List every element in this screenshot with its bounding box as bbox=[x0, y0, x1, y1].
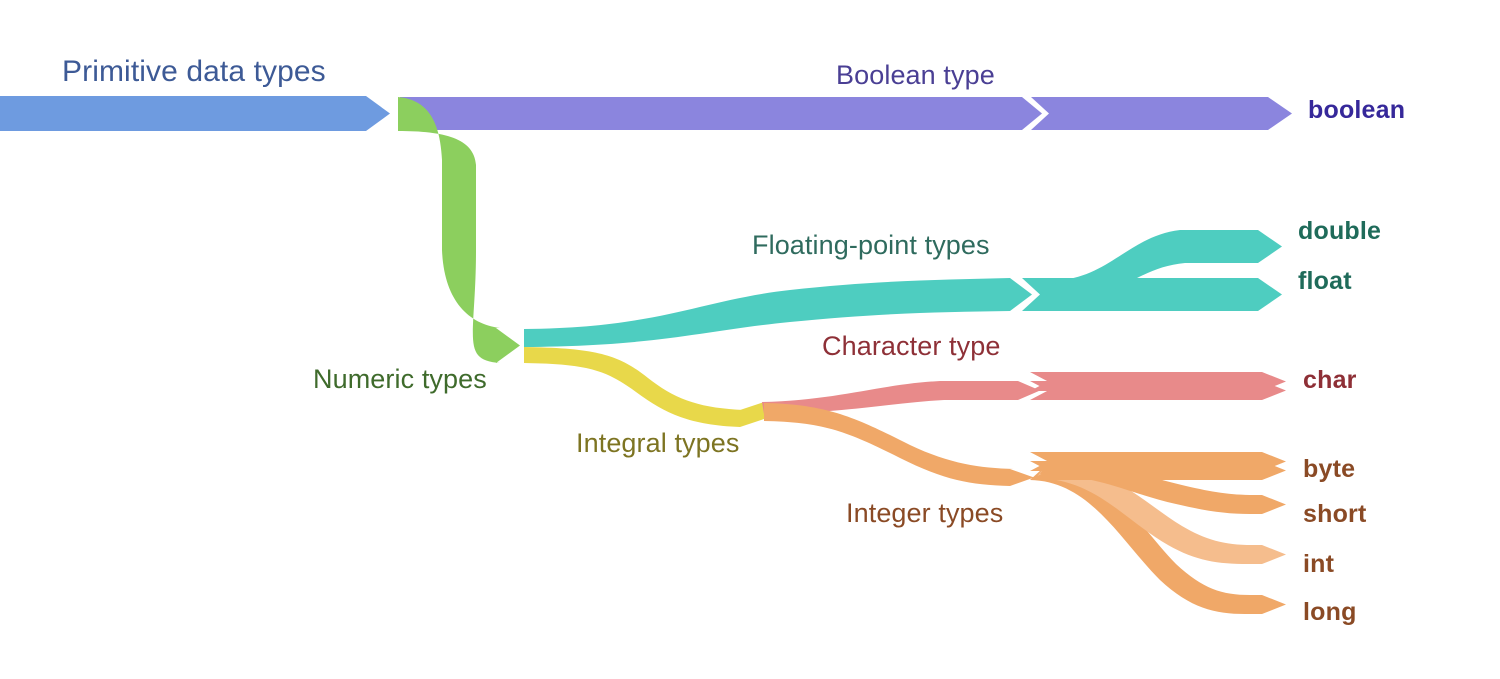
label-primitive-data-types: Primitive data types bbox=[62, 55, 326, 88]
label-floating-point-types: Floating-point types bbox=[752, 230, 990, 260]
leaf-label-long: long bbox=[1303, 598, 1357, 626]
flow-primitive-data-types bbox=[0, 96, 390, 131]
label-integral-types: Integral types bbox=[576, 428, 740, 458]
leaf-label-boolean: boolean bbox=[1308, 96, 1406, 124]
flow-floating-point-types bbox=[524, 230, 1282, 347]
leaf-label-byte: byte bbox=[1303, 455, 1356, 483]
leaf-label-double: double bbox=[1298, 217, 1382, 245]
leaf-label-short: short bbox=[1303, 500, 1367, 528]
leaf-label-char: char bbox=[1303, 366, 1357, 394]
label-integer-types: Integer types bbox=[846, 498, 1004, 528]
label-numeric-types: Numeric types bbox=[313, 364, 487, 394]
leaf-label-float: float bbox=[1298, 267, 1352, 295]
flow-integer-types bbox=[764, 403, 1034, 486]
label-character-type: Character type bbox=[822, 331, 1001, 361]
flow-integer-leaves bbox=[1030, 452, 1286, 614]
flow-character-type bbox=[762, 372, 1286, 414]
flow-integral-types bbox=[524, 347, 764, 427]
flow-boolean-type bbox=[400, 97, 1292, 130]
flow-numeric-types bbox=[398, 97, 520, 363]
leaf-label-int: int bbox=[1303, 550, 1335, 578]
label-boolean-type: Boolean type bbox=[836, 60, 995, 90]
